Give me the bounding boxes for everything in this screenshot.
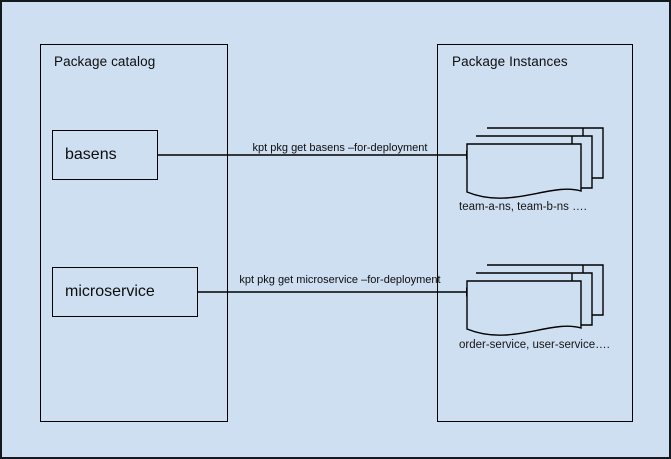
panel-package-instances [437, 44, 633, 422]
package-box-basens-label: basens [65, 146, 117, 163]
package-box-basens[interactable]: basens [52, 130, 158, 180]
document-page-front-icon [466, 280, 582, 336]
arrow-microservice-label: kpt pkg get microservice –for-deployment [239, 274, 441, 286]
arrow-basens-label: kpt pkg get basens –for-deployment [252, 142, 428, 154]
panel-package-instances-title: Package Instances [452, 54, 568, 69]
panel-package-catalog-title: Package catalog [54, 54, 156, 69]
document-stack-team-ns-caption: team-a-ns, team-b-ns …. [459, 201, 587, 213]
document-stack-services-caption: order-service, user-service…. [459, 339, 610, 351]
document-stack-services[interactable] [465, 253, 605, 338]
document-page-front-icon [466, 143, 582, 199]
document-stack-team-ns[interactable] [465, 116, 605, 201]
package-box-microservice[interactable]: microservice [52, 267, 198, 317]
panel-package-catalog [40, 44, 228, 422]
package-box-microservice-label: microservice [65, 283, 155, 300]
